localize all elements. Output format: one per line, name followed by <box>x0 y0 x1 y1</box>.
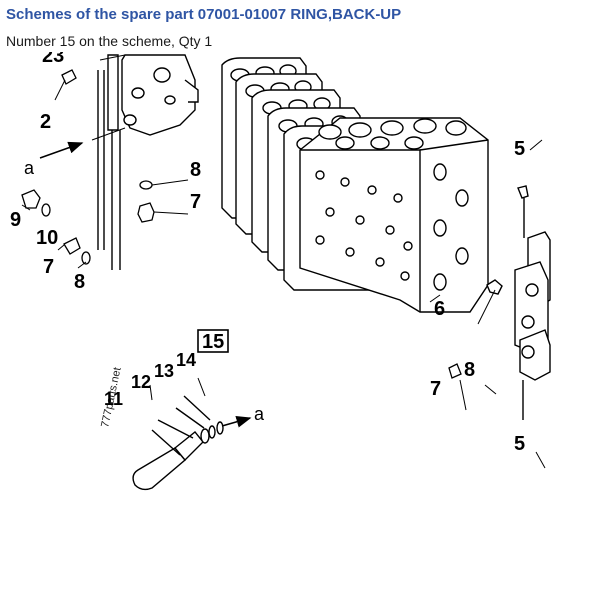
arrow-label-a-left: a <box>24 158 35 178</box>
part-subtitle: Number 15 on the scheme, Qty 1 <box>6 33 213 49</box>
small-parts-drawing <box>21 69 462 379</box>
valve-block-drawing <box>221 57 489 313</box>
right-bracket-drawing <box>486 185 551 420</box>
callout-15-highlight-box <box>197 329 229 353</box>
callout-7-left: 7 <box>43 256 54 278</box>
callout-6: 6 <box>434 298 445 320</box>
leader-lines <box>21 54 546 469</box>
callout-2: 2 <box>40 111 51 133</box>
callout-15: 15 <box>202 331 224 353</box>
callout-14: 14 <box>176 350 196 370</box>
arrow-label-a-right: a <box>254 404 265 424</box>
left-bracket-drawing <box>97 54 199 270</box>
callout-10: 10 <box>36 227 58 249</box>
callout-7-upper: 7 <box>190 191 201 213</box>
callout-8-left: 8 <box>74 271 85 293</box>
callout-7-right: 7 <box>430 378 441 400</box>
callout-8-right: 8 <box>464 359 475 381</box>
callout-11: 11 <box>104 389 123 409</box>
relief-valve-drawing <box>132 395 224 491</box>
page-title: Schemes of the spare part 07001-01007 RI… <box>6 6 402 23</box>
callout-9: 9 <box>10 209 21 231</box>
callout-5-lower: 5 <box>514 433 525 455</box>
callout-13: 13 <box>154 361 174 381</box>
callout-8-upper: 8 <box>190 159 201 181</box>
callout-23: 23 <box>42 52 64 67</box>
parts-diagram: 23 2 a 8 7 9 10 7 8 5 6 7 8 5 777parts.n… <box>0 52 600 600</box>
callout-5-upper: 5 <box>514 138 525 160</box>
callout-12: 12 <box>131 372 151 392</box>
